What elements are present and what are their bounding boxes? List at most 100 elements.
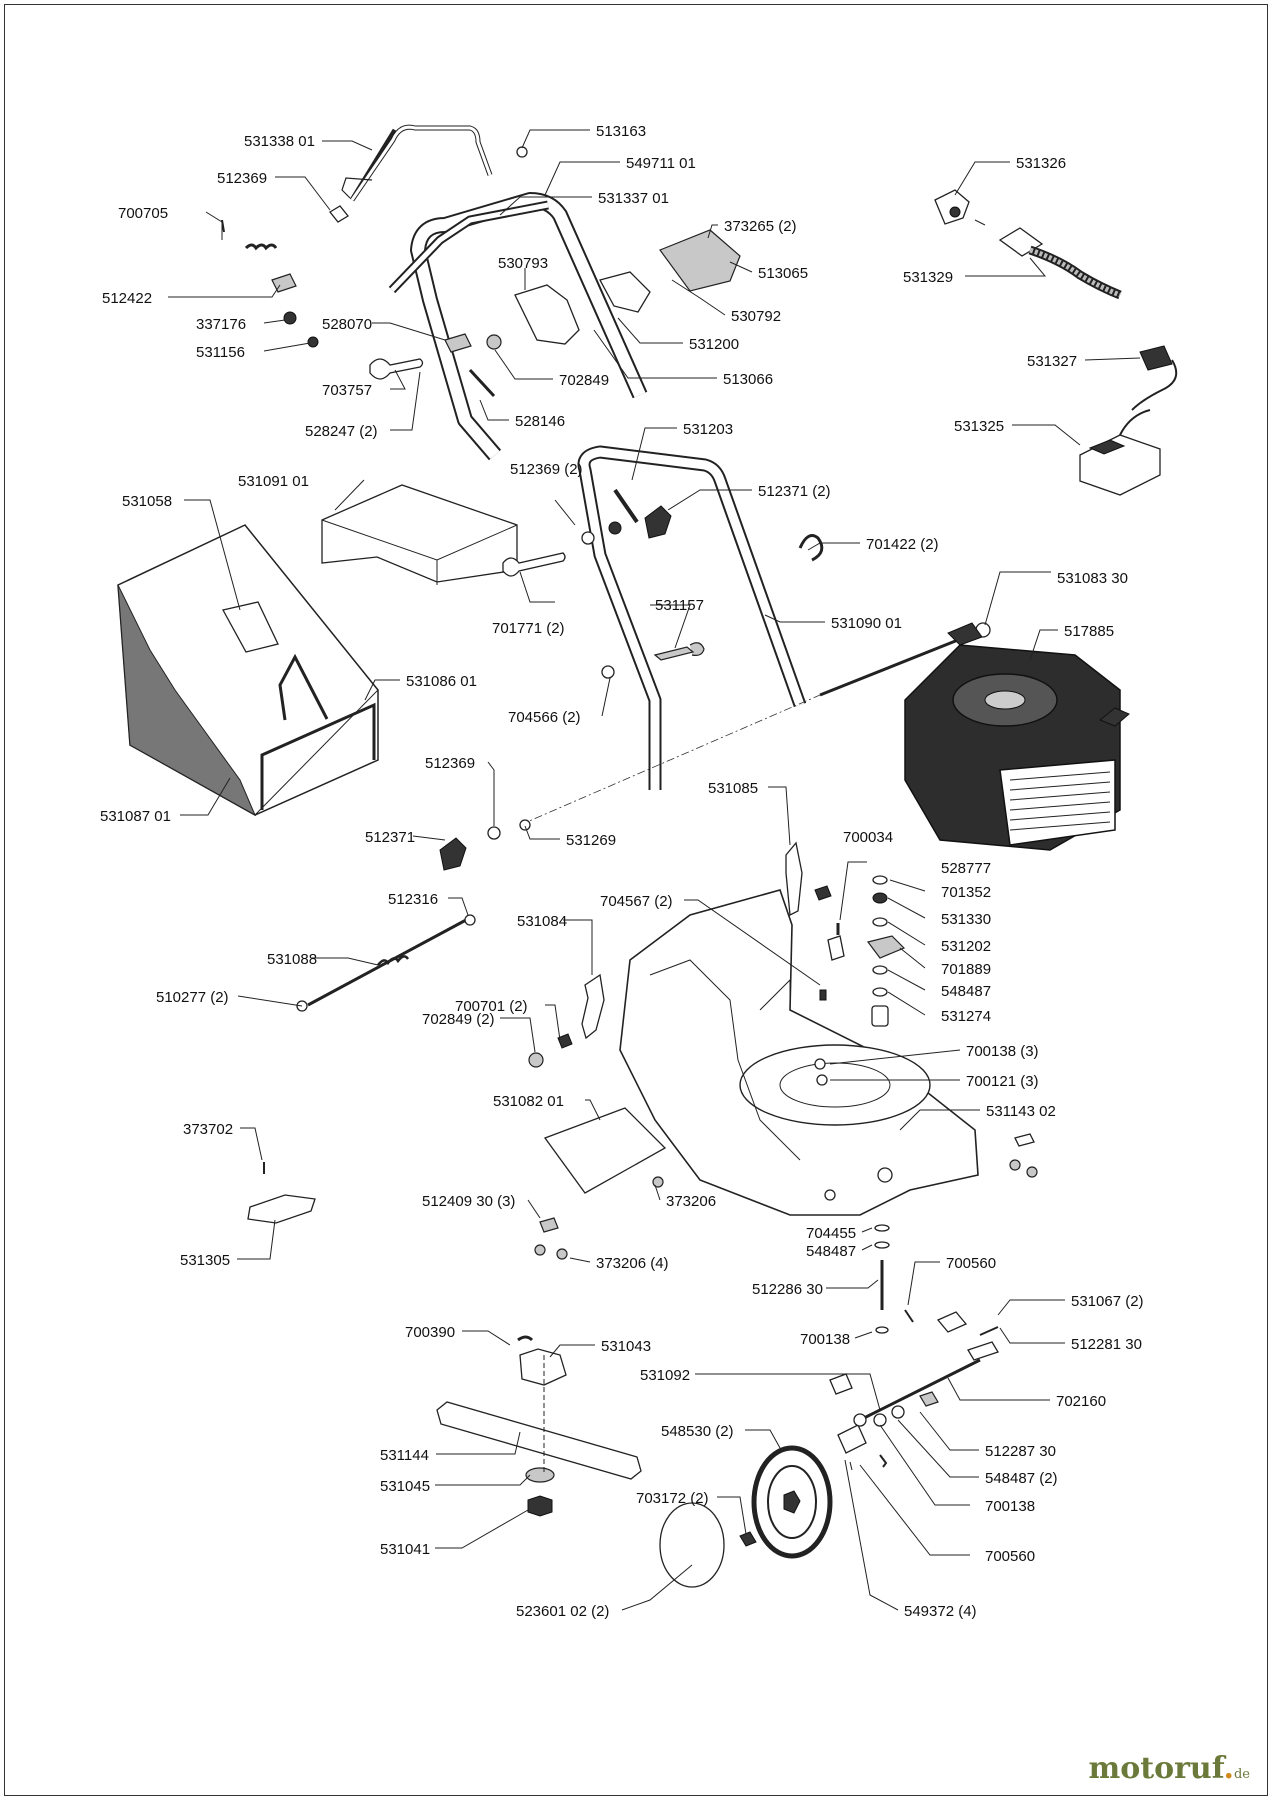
label-531144: 531144 [380,1447,429,1464]
label-700701: 700701 (2) [455,998,528,1015]
label-512422: 512422 [102,290,152,307]
upper-handle-bar [341,124,493,202]
label-700138-3: 700138 (3) [966,1043,1039,1060]
label-512287-30: 512287 30 [985,1443,1056,1460]
bracket-528070 [444,333,472,353]
label-548487-2: 548487 (2) [985,1470,1058,1487]
label-531326: 531326 [1016,155,1066,172]
label-512409-30: 512409 30 (3) [422,1193,515,1210]
washer-531269 [519,819,531,831]
label-528247: 528247 (2) [305,423,378,440]
label-704566: 704566 (2) [508,709,581,726]
diagram-frame [4,4,1268,1796]
bolt-701771 [502,552,566,577]
label-700560: 700560 [946,1255,996,1272]
washer-513163 [516,146,528,158]
bolt-703757 [369,358,424,380]
label-531202: 531202 [941,938,991,955]
lever-531203 [613,488,639,524]
label-531329: 531329 [903,269,953,286]
label-513163: 513163 [596,123,646,140]
nut-702849 [486,334,502,350]
screws-right [1009,1133,1038,1178]
label-531090-01: 531090 01 [831,615,902,632]
label-528777: 528777 [941,860,991,877]
label-531156: 531156 [196,344,245,361]
label-531200: 531200 [689,336,739,353]
label-530793: 530793 [498,255,548,272]
tag-531058 [222,601,279,653]
leader-lines [168,129,1141,1611]
cable-531329 [998,227,1122,300]
label-531067: 531067 (2) [1071,1293,1144,1310]
clamp-530793 [514,284,580,345]
cover-531082 [543,1107,667,1194]
plate-531305 [247,1194,316,1224]
hubcap-523601 [659,1502,725,1588]
knob-531203 [608,521,622,535]
part-labels: 531338 01 513163 549711 01 512369 531337… [100,123,1144,1620]
label-548530: 548530 (2) [661,1423,734,1440]
label-531337-01: 531337 01 [598,190,669,207]
label-373702: 373702 [183,1121,233,1138]
label-512281-30: 512281 30 [1071,1336,1142,1353]
axle-531092 [859,1358,981,1422]
label-704455: 704455 [806,1225,856,1242]
label-530792: 530792 [731,308,781,325]
bushing-531067 [829,1373,853,1395]
label-531092: 531092 [640,1367,690,1384]
label-531086-01: 531086 01 [406,673,477,690]
label-701422: 701422 (2) [866,536,939,553]
mower-deck [619,889,979,1216]
knob-512369-upper [581,531,595,545]
alignment-line [519,694,821,826]
label-513065: 513065 [758,265,808,282]
label-702849: 702849 [559,372,609,389]
knob-512369 [329,205,349,223]
spring-512316 [377,955,410,966]
label-700138-lower: 700138 [800,1331,850,1348]
knob-512369-lower [487,826,501,840]
label-700121-3: 700121 (3) [966,1073,1039,1090]
label-528070: 528070 [322,316,372,333]
label-523601-02: 523601 02 (2) [516,1603,609,1620]
label-512369-2: 512369 (2) [510,461,583,478]
label-373265: 373265 (2) [724,218,797,235]
label-531082-01: 531082 01 [493,1093,564,1110]
bracket-531084 [581,973,605,1040]
label-548487-lower: 548487 [806,1243,856,1260]
label-700138-bottom: 700138 [985,1498,1035,1515]
lever-531200 [599,271,651,313]
label-549711-01: 549711 01 [626,155,696,172]
switch-531327 [1131,345,1178,411]
label-704567: 704567 (2) [600,893,673,910]
washer-531045 [525,1467,555,1483]
label-373206-4: 373206 (4) [596,1255,669,1272]
blade-531144 [436,1401,642,1480]
label-531338-01: 531338 01 [244,133,315,150]
nut-704566 [601,665,615,679]
plug-531326 [934,189,986,226]
label-531157: 531157 [655,597,704,614]
knob-512371-upper [644,505,672,539]
label-531087-01: 531087 01 [100,808,171,825]
bolt-700034 [814,885,832,901]
label-531203: 531203 [683,421,733,438]
eyebolt-531157 [653,642,705,661]
label-513066: 513066 [723,371,773,388]
label-512371: 512371 [365,829,415,846]
label-702160: 702160 [1056,1393,1106,1410]
label-702849-2: 702849 (2) [422,1011,495,1028]
label-531143-02: 531143 02 [986,1103,1056,1120]
label-528146: 528146 [515,413,565,430]
label-531305: 531305 [180,1252,230,1269]
label-512286-30: 512286 30 [752,1281,823,1298]
label-512369-lower: 512369 [425,755,475,772]
label-531330: 531330 [941,911,991,928]
nut-700701 [557,1033,573,1049]
label-549372: 549372 (4) [904,1603,977,1620]
label-373206: 373206 [666,1193,716,1210]
bracket-531085 [785,841,803,917]
label-512316: 512316 [388,891,438,908]
lower-handle [577,445,807,790]
